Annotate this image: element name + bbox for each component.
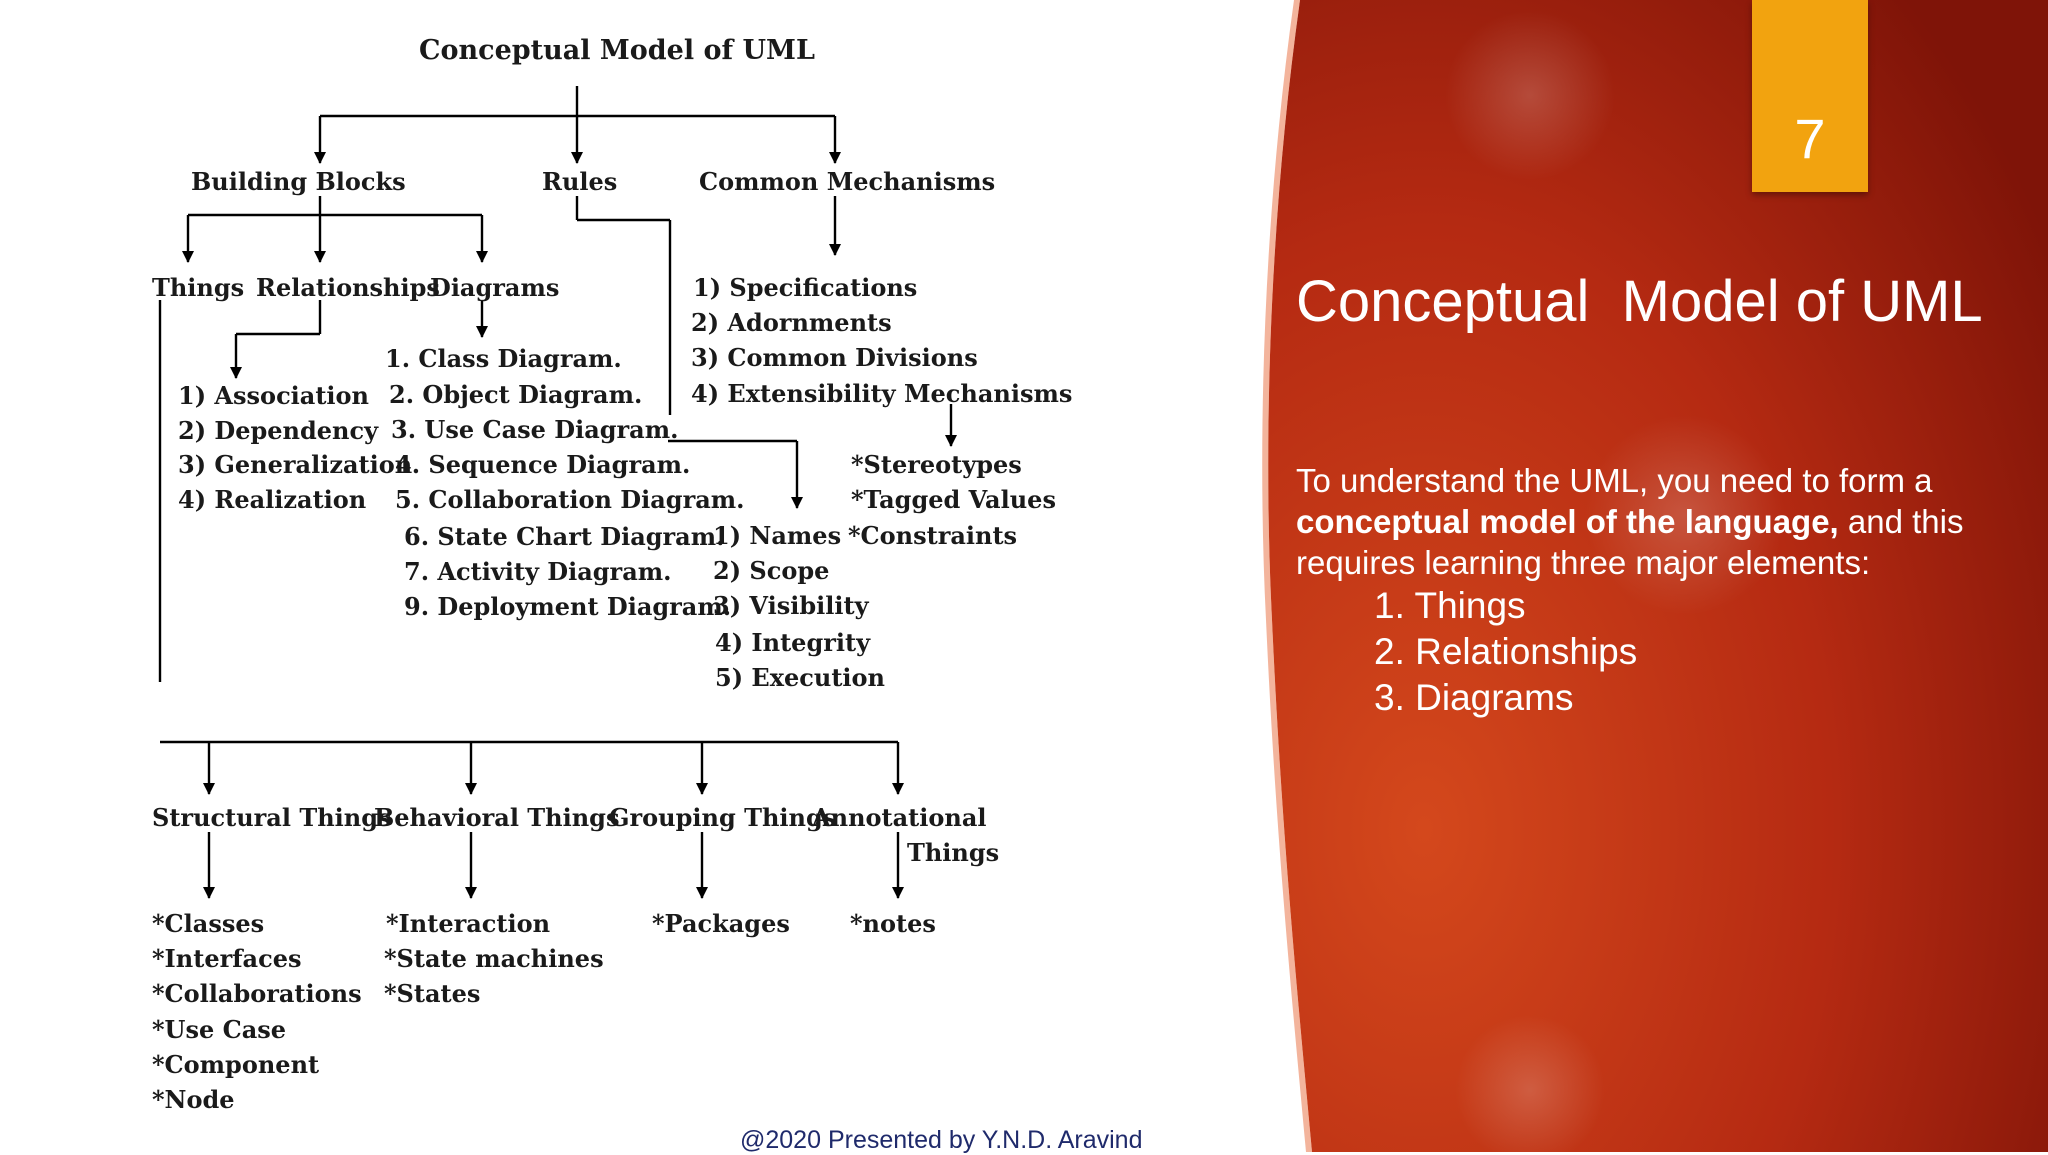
mechanism-item: 1) Specifications xyxy=(693,273,918,302)
arrowhead xyxy=(314,152,326,164)
arrowhead xyxy=(203,783,215,795)
structural-item: *Classes xyxy=(152,909,265,938)
rule-item: 3) Visibility xyxy=(713,591,869,620)
arrowhead xyxy=(945,435,957,447)
structural-item: *Interfaces xyxy=(152,944,302,973)
rule-item: 4) Integrity xyxy=(715,628,871,657)
relationship-item: 1) Association xyxy=(178,381,370,410)
arrowhead xyxy=(203,887,215,899)
behavioral-item: *Interaction xyxy=(386,909,551,938)
structural-item: *Component xyxy=(152,1050,320,1079)
structural-item: *Use Case xyxy=(152,1015,287,1044)
rule-item: 5) Execution xyxy=(715,663,886,692)
behavioral-item: *State machines xyxy=(384,944,604,973)
arrowhead xyxy=(230,367,242,379)
arrowhead xyxy=(182,251,194,263)
arrowhead xyxy=(465,783,477,795)
extensibility-item: *Stereotypes xyxy=(851,450,1022,479)
grouping-things: Grouping Things xyxy=(609,803,837,832)
mechanism-item: 4) Extensibility Mechanisms xyxy=(691,379,1073,408)
branch-common-mechanisms: Common Mechanisms xyxy=(699,167,996,196)
node-diagrams: Diagrams xyxy=(430,273,560,302)
node-relationships: Relationships xyxy=(256,273,440,302)
rule-item: 1) Names xyxy=(713,521,842,550)
rule-item: 2) Scope xyxy=(713,556,830,585)
arrowhead xyxy=(571,152,583,164)
structural-item: *Node xyxy=(152,1085,235,1114)
grouping-item: *Packages xyxy=(652,909,790,938)
relationship-item: 2) Dependency xyxy=(178,416,379,445)
element-item: 3. Diagrams xyxy=(1374,677,1574,718)
annotational-things-line2: Things xyxy=(907,838,1000,867)
element-item: 2. Relationships xyxy=(1374,631,1638,672)
annotational-things: Annotational xyxy=(812,803,987,832)
arrowhead xyxy=(696,783,708,795)
diagram-item: 2. Object Diagram. xyxy=(389,380,643,409)
panel-intro: To understand the UML, you need to form … xyxy=(1296,460,2016,583)
branch-rules: Rules xyxy=(542,167,618,196)
extensibility-item: *Constraints xyxy=(848,521,1018,550)
mechanism-item: 3) Common Divisions xyxy=(691,343,978,372)
intro-bold-text: conceptual model of the language, xyxy=(1296,503,1839,540)
annotational-item: *notes xyxy=(850,909,936,938)
arrowhead xyxy=(829,152,841,164)
intro-text: To understand the UML, you need to form … xyxy=(1296,462,1933,499)
relationship-item: 3) Generalization xyxy=(178,450,413,479)
arrowhead xyxy=(791,497,803,509)
arrowhead xyxy=(892,783,904,795)
branch-building-blocks: Building Blocks xyxy=(191,167,406,196)
element-item: 1. Things xyxy=(1374,585,1526,626)
panel-body: To understand the UML, you need to form … xyxy=(1296,460,2016,721)
behavioral-item: *States xyxy=(384,979,481,1008)
mechanism-item: 2) Adornments xyxy=(691,308,892,337)
slide-number: 7 xyxy=(1794,107,1826,170)
diagram-item: 7. Activity Diagram. xyxy=(404,557,672,586)
arrowhead xyxy=(696,887,708,899)
structural-things: Structural Things xyxy=(152,803,392,832)
node-things: Things xyxy=(152,273,245,302)
structural-item: *Collaborations xyxy=(152,979,362,1008)
panel-title: Conceptual Model of UML xyxy=(1296,269,1983,334)
slide-number-box: 7 xyxy=(1752,0,1868,192)
diagram-item: 5. Collaboration Diagram. xyxy=(395,485,745,514)
extensibility-item: *Tagged Values xyxy=(851,485,1056,514)
diagram-item: 4. Sequence Diagram. xyxy=(395,450,691,479)
arrowhead xyxy=(829,244,841,256)
arrowhead xyxy=(476,326,488,338)
diagram-item: 9. Deployment Diagram. xyxy=(404,592,732,621)
intro-text-end: and this requires learning three major e… xyxy=(1296,503,1964,581)
arrowhead xyxy=(465,887,477,899)
arrowhead xyxy=(892,887,904,899)
diagram-title: Conceptual Model of UML xyxy=(419,35,815,66)
arrowhead xyxy=(314,251,326,263)
relationship-item: 4) Realization xyxy=(178,485,367,514)
diagram-item: 1. Class Diagram. xyxy=(385,344,622,373)
footer-credit: @2020 Presented by Y.N.D. Aravind xyxy=(740,1126,1143,1154)
elements-list: 1. Things 2. Relationships 3. Diagrams xyxy=(1296,583,2016,721)
diagram-item: 3. Use Case Diagram. xyxy=(391,415,679,444)
behavioral-things: Behavioral Things xyxy=(374,803,620,832)
arrowhead xyxy=(476,251,488,263)
diagram-item: 6. State Chart Diagram. xyxy=(404,522,725,551)
